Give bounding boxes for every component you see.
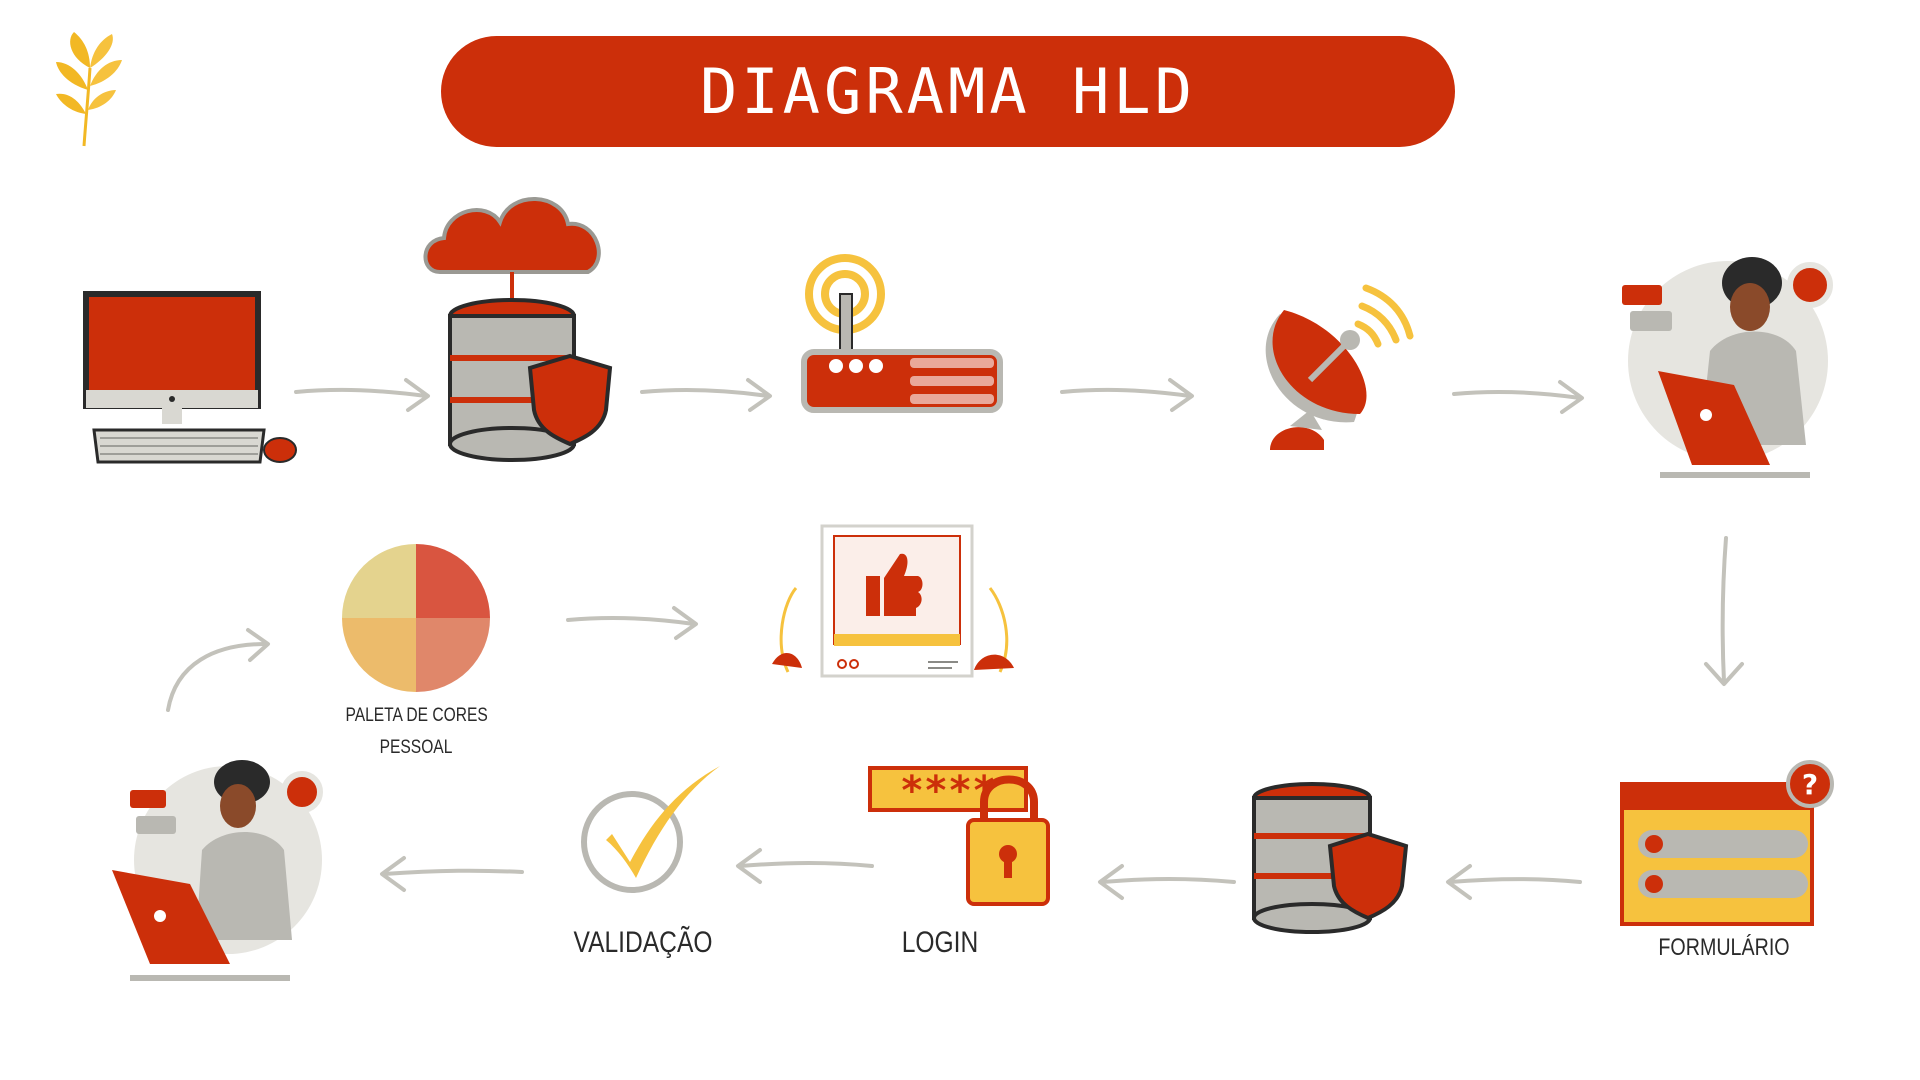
satellite-dish-icon: [1265, 284, 1414, 450]
arrow-form-to-database: [1448, 877, 1582, 884]
diagram-title: DIAGRAMA HLD: [441, 36, 1455, 147]
router-icon: [801, 254, 1003, 413]
arrow-router-to-dish: [1060, 387, 1192, 398]
arrow-database-to-login: [1100, 877, 1236, 884]
form-label: FORMULÁRIO: [1658, 934, 1790, 961]
login-label: LOGIN: [901, 926, 979, 959]
desktop-computer-icon: [83, 291, 297, 464]
palette-slice-yellow: [342, 544, 416, 618]
color-palette-pie-icon: [342, 544, 490, 692]
person-laptop-icon: [1622, 257, 1833, 478]
svg-text:?: ?: [1802, 768, 1818, 801]
form-window-icon: ?: [1620, 760, 1834, 926]
arrow-person-to-palette: [166, 642, 268, 712]
arrow-computer-to-cloud: [294, 387, 428, 398]
login-lock-icon: ****: [868, 766, 1050, 906]
cloud-database-icon: [423, 197, 613, 462]
validation-check-icon: [581, 766, 720, 893]
palette-slice-red: [416, 544, 490, 618]
leaf-logo-icon: [56, 32, 122, 147]
person-laptop-icon: [112, 760, 323, 981]
palette-label-line2: PESSOAL: [379, 737, 453, 758]
validation-label: VALIDAÇÃO: [573, 926, 713, 959]
palette-slice-orange: [342, 618, 416, 692]
arrow-dish-to-person: [1452, 389, 1582, 400]
database-shield-icon: [1252, 782, 1409, 934]
arrow-validation-to-person: [382, 868, 524, 876]
arrow-person-to-form: [1720, 536, 1728, 684]
palette-label-line1: PALETA DE CORES: [345, 705, 488, 726]
arrow-cloud-to-router: [640, 387, 770, 398]
arrow-palette-to-post: [566, 615, 696, 626]
social-post-like-icon: [772, 524, 1014, 678]
palette-slice-coral: [416, 618, 490, 692]
arrow-login-to-validation: [738, 861, 874, 868]
